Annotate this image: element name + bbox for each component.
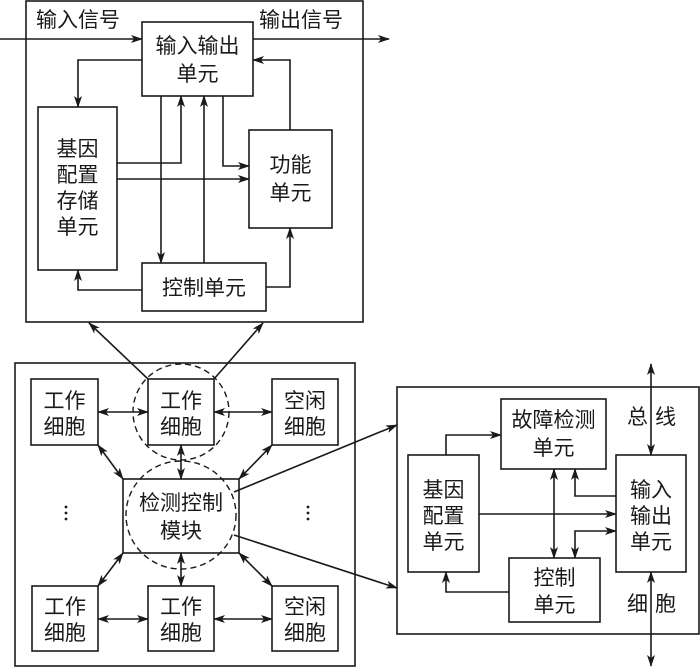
bus-label-char2: 线	[655, 405, 676, 429]
zoom-line-module-upper	[233, 424, 398, 493]
cell-detail-frame	[25, 0, 364, 323]
input-signal-label: 输入信号	[36, 8, 120, 32]
gene-config-label-line3: 单元	[423, 530, 465, 554]
highlight-circle-cell	[132, 363, 230, 461]
io-unit-label-line2: 单元	[177, 62, 219, 86]
cell-label-line2: 细胞	[44, 621, 86, 645]
cell-label-char2: 胞	[655, 592, 676, 616]
module-io-label-line3: 单元	[630, 530, 672, 554]
cell-label-line1: 工作	[160, 389, 202, 413]
detection-module-label-line2: 模块	[160, 519, 202, 543]
module-control-label-line2: 单元	[534, 593, 576, 617]
io-unit: 输入输出 单元	[141, 21, 254, 97]
cell-label-line1: 工作	[44, 595, 86, 619]
ellipsis-right	[306, 505, 310, 521]
zoom-arrow-cell-left	[88, 322, 149, 380]
gene-config-label-line1: 基因	[423, 478, 465, 502]
cell-label-line1: 工作	[44, 389, 86, 413]
control-to-function-arrow	[266, 227, 294, 288]
detection-control-module: 检测控制 模块	[122, 478, 240, 554]
module-control-label-line1: 控制	[534, 566, 576, 590]
link-top-left-module	[97, 444, 124, 480]
cell-label-line1: 空闲	[284, 595, 326, 619]
bus-label-char1: 总	[627, 405, 648, 429]
gene-config-label-line2: 配置	[423, 504, 465, 528]
function-to-io-arrow	[252, 56, 291, 130]
module-control-unit: 控制 单元	[508, 557, 601, 623]
output-signal-label: 输出信号	[259, 8, 343, 32]
fault-detection-label-line1: 故障检测	[512, 408, 596, 432]
cell-bottom-right-idle: 空闲 细胞	[271, 585, 339, 652]
module-detail-panel: 故障检测 单元 基因 配置 单元 输入 输出 单元 控制 单元 总 线 细 胞	[396, 363, 700, 667]
cell-array-panel: 工作 细胞 工作 细胞 空闲 细胞 检测控制 模块	[14, 362, 356, 667]
module-detail-frame	[396, 386, 700, 635]
io-to-fault-detection-arrow	[571, 468, 616, 497]
control-to-gene-storage-arrow	[74, 269, 142, 291]
gene-storage-to-io-arrow	[117, 95, 185, 164]
cell-label-line2: 细胞	[284, 415, 326, 439]
detection-module-label-line1: 检测控制	[139, 491, 223, 515]
cell-label-line2: 细胞	[160, 415, 202, 439]
cell-label-line2: 细胞	[44, 415, 86, 439]
zoom-arrow-cell-right	[213, 322, 264, 380]
cell-label-line2: 细胞	[284, 621, 326, 645]
cell-array-frame	[14, 362, 356, 667]
module-io-label-line2: 输出	[630, 504, 672, 528]
cell-detail-panel: 输入信号 输出信号 输入输出 单元 基因 配置 存储 单元 功能 单元 控制单	[0, 0, 390, 323]
highlight-circle-module	[125, 460, 237, 570]
gene-storage-label-line3: 存储	[57, 189, 99, 213]
control-to-gene-config-arrow	[442, 571, 509, 593]
cell-label-line1: 工作	[160, 595, 202, 619]
io-unit-label-line1: 输入输出	[156, 34, 240, 58]
ellipsis-left	[64, 505, 68, 521]
gene-storage-label-line1: 基因	[57, 137, 99, 161]
gene-storage-label-line4: 单元	[57, 215, 99, 239]
io-to-gene-storage-arrow	[74, 59, 142, 108]
cell-bottom-middle: 工作 细胞	[147, 585, 215, 652]
cell-label-char1: 细	[627, 592, 648, 616]
link-module-bottom-right	[238, 552, 273, 587]
zoom-line-module-lower	[233, 534, 398, 589]
gene-config-to-fault-detection-arrow	[445, 431, 502, 455]
io-control-link	[571, 527, 617, 559]
function-unit-label-line1: 功能	[270, 153, 312, 177]
function-unit: 功能 单元	[248, 129, 333, 229]
io-to-function-arrow	[222, 96, 250, 170]
module-io-label-line1: 输入	[630, 478, 672, 502]
function-unit-label-line2: 单元	[270, 181, 312, 205]
cell-bottom-left: 工作 细胞	[31, 585, 99, 652]
fault-detection-label-line2: 单元	[533, 436, 575, 460]
link-module-bottom-left	[97, 552, 124, 587]
link-top-right-module	[238, 444, 273, 480]
control-unit-label: 控制单元	[162, 276, 246, 300]
cell-top-left: 工作 细胞	[30, 378, 99, 446]
gene-storage-unit: 基因 配置 存储 单元	[37, 106, 118, 271]
cell-top-middle: 工作 细胞	[147, 378, 215, 446]
gene-storage-label-line2: 配置	[57, 163, 99, 187]
cell-label-line1: 空闲	[284, 389, 326, 413]
gene-config-unit: 基因 配置 单元	[407, 454, 480, 573]
module-io-unit: 输入 输出 单元	[615, 454, 687, 573]
cell-top-right-idle: 空闲 细胞	[271, 378, 339, 446]
fault-detection-unit: 故障检测 单元	[500, 398, 607, 470]
control-unit: 控制单元	[141, 262, 267, 312]
cell-label-line2: 细胞	[160, 621, 202, 645]
